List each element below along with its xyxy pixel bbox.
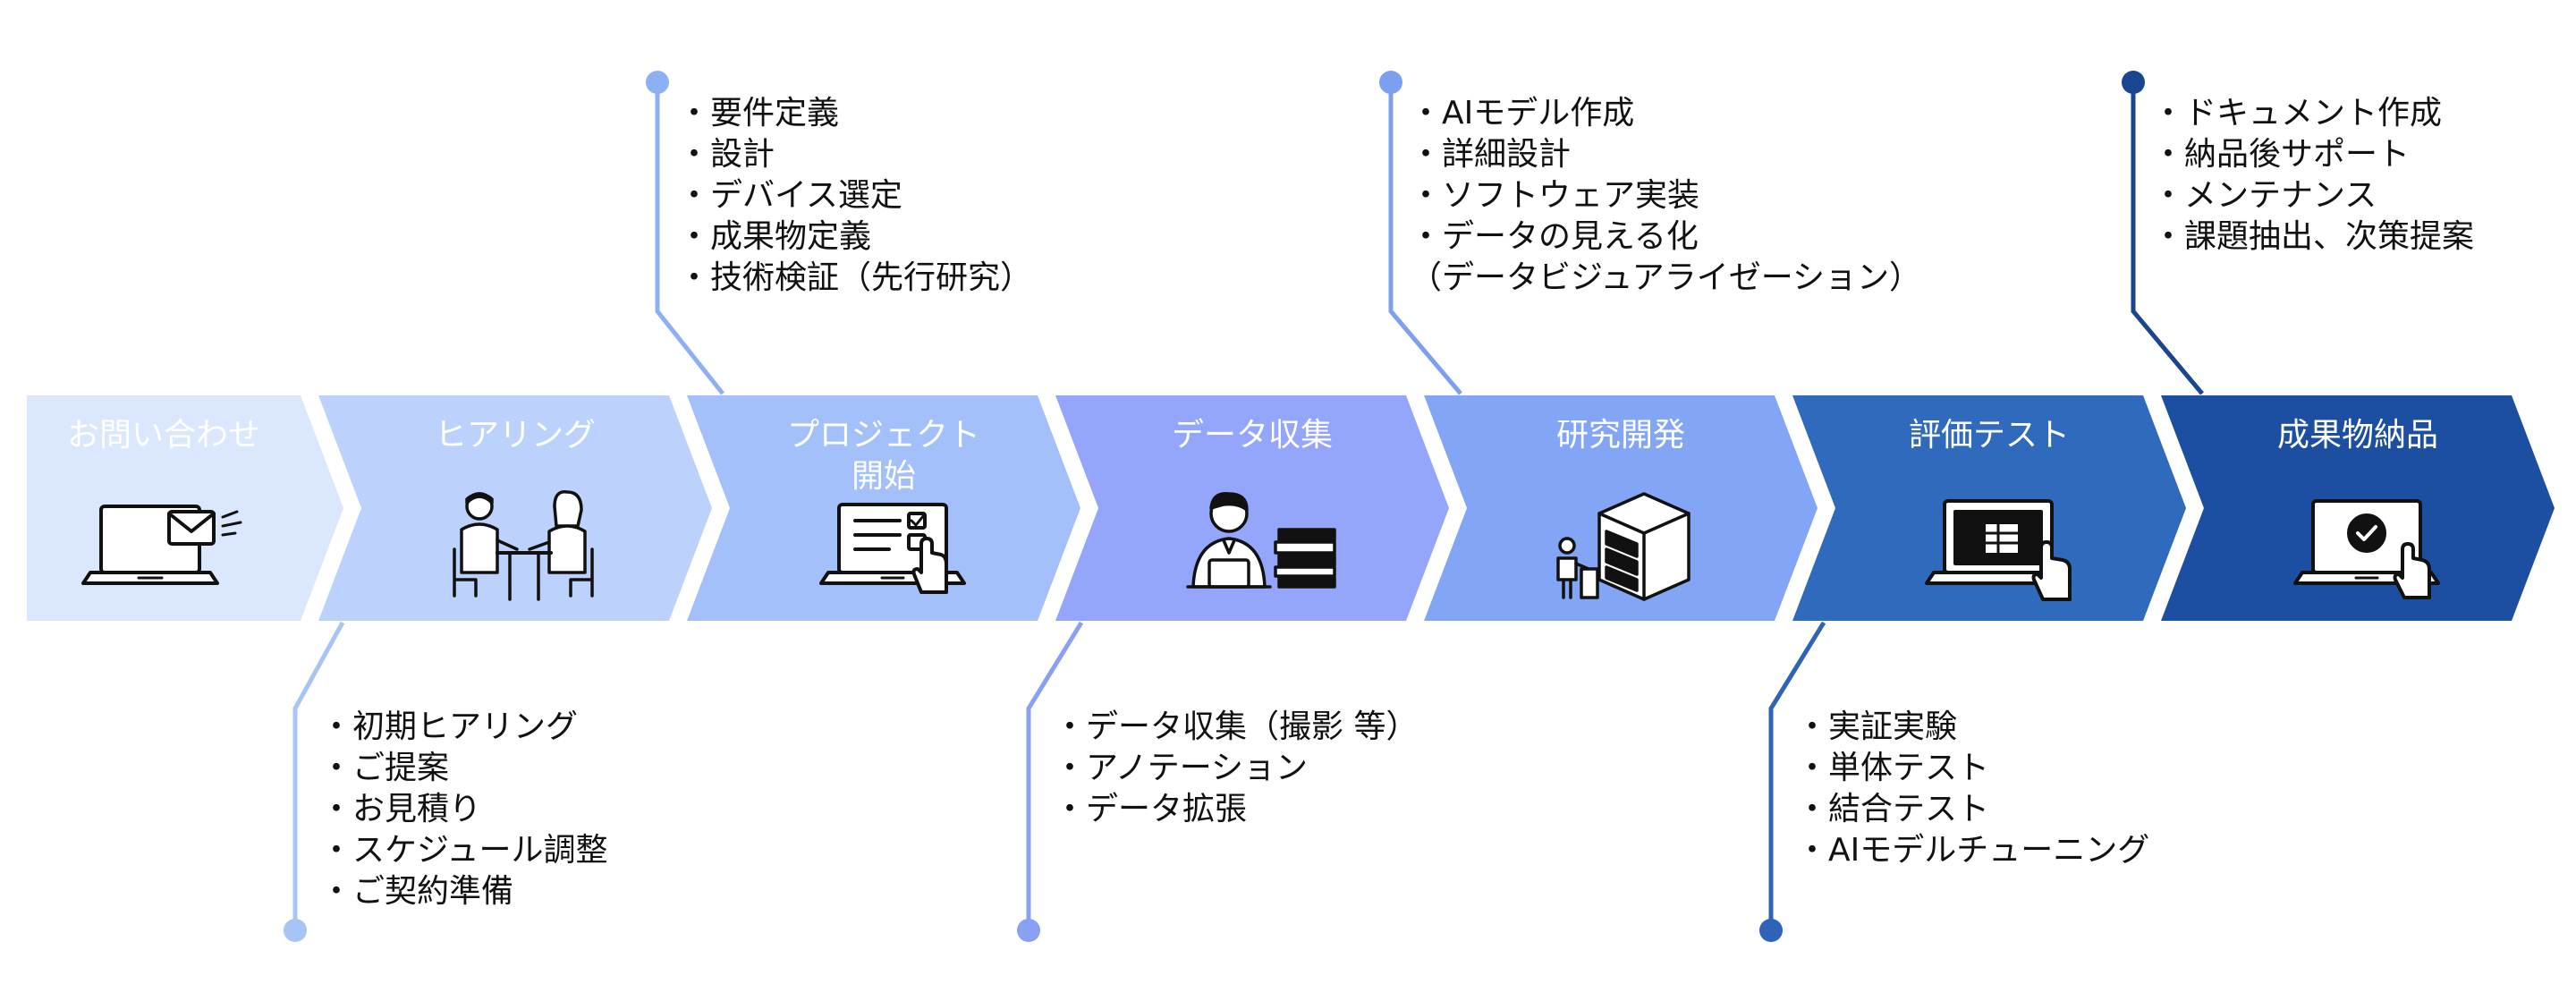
task-item: ・ご提案 [320, 750, 450, 786]
laptop-touch-icon [1909, 487, 2088, 603]
delivery-tasks: ・ドキュメント作成 ・納品後サポート ・メンテナンス ・課題抽出、次策提案 [2152, 93, 2474, 258]
connector-delivery [2122, 71, 2204, 395]
task-item: ・お見積り [320, 791, 482, 827]
task-item: ・要件定義 [678, 95, 840, 131]
step-title: 評価テスト [1908, 417, 2070, 454]
task-item: ・データ収集（撮影 等） [1054, 708, 1419, 745]
task-item: ・納品後サポート [2152, 136, 2411, 173]
step-title: データ収集 [1171, 417, 1333, 454]
task-item: ・デバイス選定 [678, 177, 902, 214]
research-tasks: ・AIモデル作成 ・詳細設計 ・ソフトウェア実装 ・データの見える化 （データビ… [1410, 93, 1921, 299]
task-item: ・成果物定義 [678, 218, 872, 255]
meeting-icon [435, 487, 614, 603]
step-research-development: 研究開発 [1424, 395, 1818, 621]
step-hearing: ヒアリング [318, 395, 712, 621]
connector-project-start [646, 71, 724, 395]
task-item: ・AIモデルチューニング [1796, 832, 2150, 869]
step-data-collection: データ収集 [1055, 395, 1449, 621]
task-item: ・詳細設計 [1410, 136, 1572, 173]
task-item: ・技術検証（先行研究） [678, 259, 1033, 296]
task-item: ・結合テスト [1796, 791, 1990, 827]
project-start-tasks: ・要件定義 ・設計 ・デバイス選定 ・成果物定義 ・技術検証（先行研究） [678, 93, 1032, 299]
step-title: プロジェクト 開始 [786, 417, 980, 495]
connector-evaluation [1759, 621, 1826, 942]
task-item: ・データ拡張 [1054, 791, 1248, 827]
laptop-check-icon [2277, 487, 2456, 603]
task-item: ・実証実験 [1796, 708, 1958, 745]
step-deliverables: 成果物納品 [2161, 395, 2555, 621]
step-title: 研究開発 [1555, 417, 1685, 454]
connector-research [1379, 71, 1462, 395]
person-laptop-books-icon [1172, 487, 1351, 603]
task-item: ・アノテーション [1054, 750, 1309, 786]
task-item: ・スケジュール調整 [320, 832, 608, 869]
connector-data-collection [1017, 621, 1084, 942]
step-inquiry: お問い合わせ [27, 395, 343, 621]
task-item: ・課題抽出、次策提案 [2152, 218, 2475, 255]
step-title: 成果物納品 [2276, 417, 2438, 454]
laptop-mail-icon [74, 487, 253, 603]
task-item: ・メンテナンス [2152, 177, 2377, 214]
connector-hearing [284, 621, 345, 942]
laptop-checklist-icon [803, 487, 982, 603]
task-item: （データビジュアライゼーション） [1410, 259, 1922, 296]
step-title: ヒアリング [434, 417, 596, 454]
task-item: ・単体テスト [1796, 750, 1990, 786]
step-evaluation-test: 評価テスト [1792, 395, 2186, 621]
data-collection-tasks: ・データ収集（撮影 等） ・アノテーション ・データ拡張 [1054, 707, 1418, 830]
server-person-icon [1540, 487, 1719, 603]
task-item: ・データの見える化 [1410, 218, 1699, 255]
task-item: ・ソフトウェア実装 [1410, 177, 1700, 214]
task-item: ・ドキュメント作成 [2152, 95, 2443, 131]
hearing-tasks: ・初期ヒアリング ・ご提案 ・お見積り ・スケジュール調整 ・ご契約準備 [320, 707, 607, 912]
step-title: お問い合わせ [66, 417, 260, 454]
task-item: ・設計 [678, 136, 775, 173]
task-item: ・ご契約準備 [320, 873, 514, 910]
task-item: ・AIモデル作成 [1410, 95, 1635, 131]
evaluation-tasks: ・実証実験 ・単体テスト ・結合テスト ・AIモデルチューニング [1796, 707, 2149, 871]
step-project-start: プロジェクト 開始 [687, 395, 1080, 621]
task-item: ・初期ヒアリング [320, 708, 579, 745]
